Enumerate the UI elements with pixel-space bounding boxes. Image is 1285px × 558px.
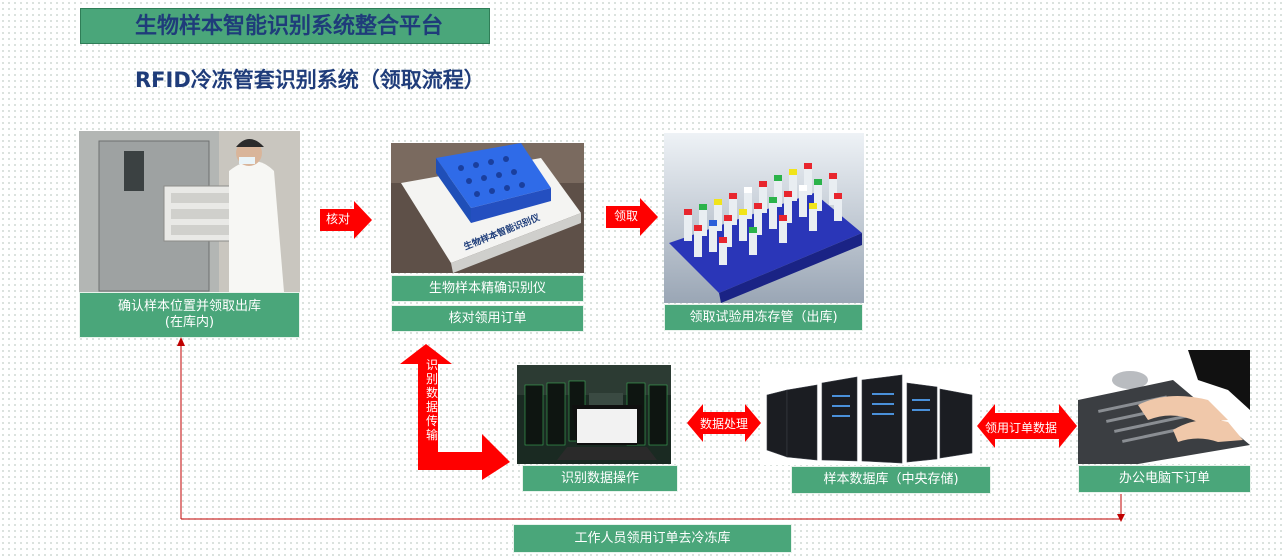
order-data-arrow	[977, 404, 1077, 448]
server-racks-photo	[762, 365, 977, 465]
verify-arrow-label: 核对	[326, 212, 351, 226]
id-data-transfer-label: 识别数据传输	[426, 358, 439, 442]
step-staff-to-freezer-label: 工作人员领用订单去冷冻库	[513, 524, 792, 553]
freezer-worker-photo	[79, 131, 300, 292]
step-sample-database-label: 样本数据库（中央存储)	[791, 466, 991, 494]
office-keyboard-photo	[1078, 350, 1250, 464]
platform-title: 生物样本智能识别系统整合平台	[80, 8, 490, 44]
retrieve-arrow-label: 领取	[614, 209, 639, 223]
step-identifier-device-label: 生物样本精确识别仪	[391, 275, 584, 302]
step-confirm-location-line2: (在库内)	[164, 315, 215, 330]
server-room-illustration	[517, 365, 671, 464]
server-racks-illustration	[762, 365, 977, 465]
identifier-device-photo: 生物样本智能识别仪	[391, 143, 584, 273]
id-data-transfer-arrow	[400, 344, 510, 480]
cryotube-rack-illustration	[664, 133, 864, 303]
server-room-laptop-photo	[517, 365, 671, 464]
data-processing-arrow	[687, 404, 761, 442]
freezer-worker-illustration	[79, 131, 300, 292]
retrieve-arrow	[606, 198, 658, 236]
verify-arrow	[320, 201, 372, 239]
step-identify-data-op-label: 识别数据操作	[522, 465, 678, 492]
data-processing-label: 数据处理	[700, 417, 749, 431]
step-retrieve-tubes-label: 领取试验用冻存管（出库)	[664, 304, 863, 331]
step-confirm-location-line1: 确认样本位置并领取出库	[117, 299, 261, 314]
order-data-label: 领用订单数据	[985, 421, 1058, 435]
step-verify-order-label: 核对领用订单	[391, 305, 584, 332]
cryotube-rack-photo	[664, 133, 864, 303]
identifier-device-illustration	[391, 143, 584, 273]
step-office-pc-order-label: 办公电脑下订单	[1078, 465, 1251, 493]
process-subtitle: RFID冷冻管套识别系统（领取流程）	[135, 68, 485, 92]
office-keyboard-illustration	[1078, 350, 1250, 464]
step-confirm-location-label: 确认样本位置并领取出库 (在库内)	[79, 292, 300, 338]
